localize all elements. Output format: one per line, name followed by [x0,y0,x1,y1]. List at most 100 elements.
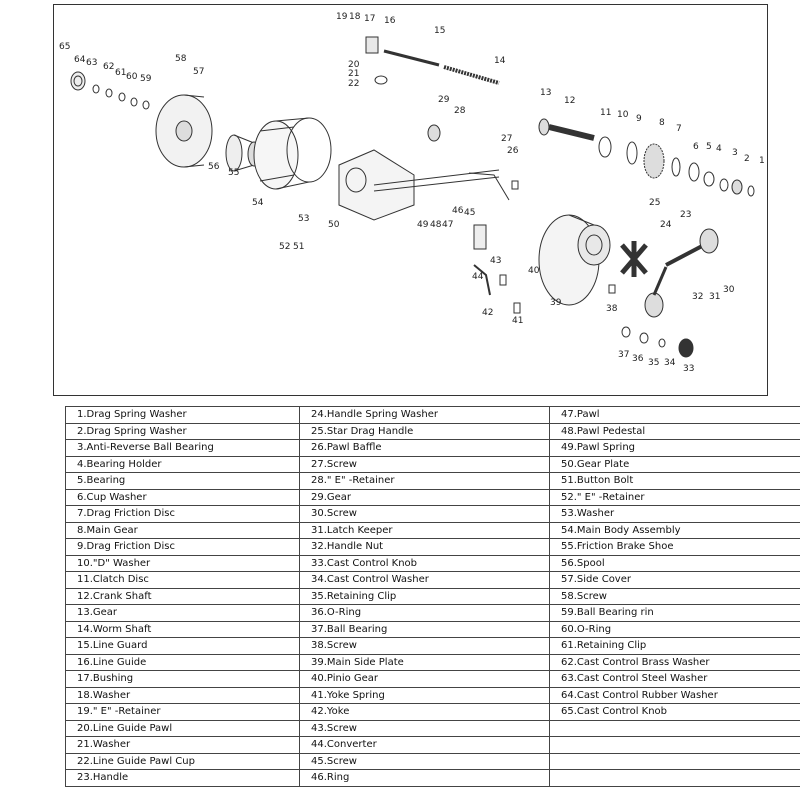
callout-number: 30 [723,285,735,295]
callout-number: 48 [430,220,442,230]
part-cell: 23.Handle [65,769,300,787]
handle-knob-shape [699,228,719,254]
reel-parts-drawing [70,36,755,358]
spool-shape [225,134,243,172]
part-cell: 58.Screw [549,587,800,605]
callout-number: 24 [660,220,672,230]
part-cell: 7.Drag Friction Disc [65,505,300,523]
part-cell: 48.Pawl Pedestal [549,422,800,440]
part-cell: 41.Yoke Spring [299,686,550,704]
callout-number: 32 [692,292,703,302]
part-cell [549,752,800,770]
part-cell: 18.Washer [65,686,300,704]
part-cell: 9.Drag Friction Disc [65,538,300,556]
part-cell: 19." E" -Retainer [65,703,300,721]
callout-number: 57 [193,67,204,77]
callout-number: 40 [528,266,540,276]
callout-number: 37 [618,350,629,360]
handle-shape [665,243,705,267]
callout-number: 36 [632,354,644,364]
part-cell: 45.Screw [299,752,550,770]
callout-number: 58 [175,54,187,64]
callout-number: 21 [348,69,359,79]
cast-knob-right-shape [678,338,694,358]
part-cell: 20.Line Guide Pawl [65,719,300,737]
callout-number: 46 [452,206,464,216]
part-cell: 1.Drag Spring Washer [65,406,300,424]
part-cell: 40.Pinio Gear [299,670,550,688]
callout-number: 39 [550,298,562,308]
exploded-diagram: 1234567891011121314151617181920212223242… [59,12,765,374]
cast-control-knob-shape [70,71,86,91]
part-cell: 47.Pawl [549,406,800,424]
part-cell: 28." E" -Retainer [299,472,550,490]
callout-number: 15 [434,26,445,36]
callout-number: 62 [103,62,114,72]
crank-shaft-shape [548,124,595,141]
callout-number: 53 [298,214,309,224]
callout-labels: 1234567891011121314151617181920212223242… [59,12,765,374]
callout-number: 16 [384,16,396,26]
part-cell: 27.Screw [299,455,550,473]
part-cell: 32.Handle Nut [299,538,550,556]
part-cell: 39.Main Side Plate [299,653,550,671]
callout-number: 12 [564,96,575,106]
line-guard-shape [383,49,440,67]
part-cell: 43.Screw [299,719,550,737]
part-cell: 53.Washer [549,505,800,523]
star-drag-handle-shape [620,241,648,277]
callout-number: 55 [228,168,239,178]
part-cell: 25.Star Drag Handle [299,422,550,440]
callout-number: 8 [659,118,665,128]
callout-number: 38 [606,304,618,314]
callout-number: 5 [706,142,712,152]
part-cell: 29.Gear [299,488,550,506]
callout-number: 18 [349,12,361,22]
part-cell: 12.Crank Shaft [65,587,300,605]
part-cell: 57.Side Cover [549,571,800,589]
part-cell: 56.Spool [549,554,800,572]
callout-number: 9 [636,114,642,124]
callout-number: 26 [507,146,519,156]
main-body-shape [253,117,332,190]
callout-number: 63 [86,58,97,68]
callout-number: 29 [438,95,450,105]
yoke-shape [473,264,491,296]
part-cell: 34.Cast Control Washer [299,571,550,589]
part-cell: 6.Cup Washer [65,488,300,506]
part-cell: 36.O-Ring [299,604,550,622]
callout-number: 61 [115,68,126,78]
part-cell: 50.Gear Plate [549,455,800,473]
part-cell: 61.Retaining Clip [549,637,800,655]
gear-29-shape [427,124,441,142]
part-cell: 35.Retaining Clip [299,587,550,605]
part-cell: 38.Screw [299,637,550,655]
callout-number: 54 [252,198,264,208]
part-cell: 26.Pawl Baffle [299,439,550,457]
callout-number: 23 [680,210,691,220]
part-cell: 16.Line Guide [65,653,300,671]
callout-number: 65 [59,42,70,52]
part-cell: 62.Cast Control Brass Washer [549,653,800,671]
part-cell [549,736,800,754]
part-cell: 42.Yoke [299,703,550,721]
part-cell: 14.Worm Shaft [65,620,300,638]
callout-number: 47 [442,220,453,230]
callout-number: 64 [74,55,86,65]
pawl-baffle-shape [468,172,510,201]
part-cell: 33.Cast Control Knob [299,554,550,572]
callout-number: 52 [279,242,290,252]
part-cell: 64.Cast Control Rubber Washer [549,686,800,704]
